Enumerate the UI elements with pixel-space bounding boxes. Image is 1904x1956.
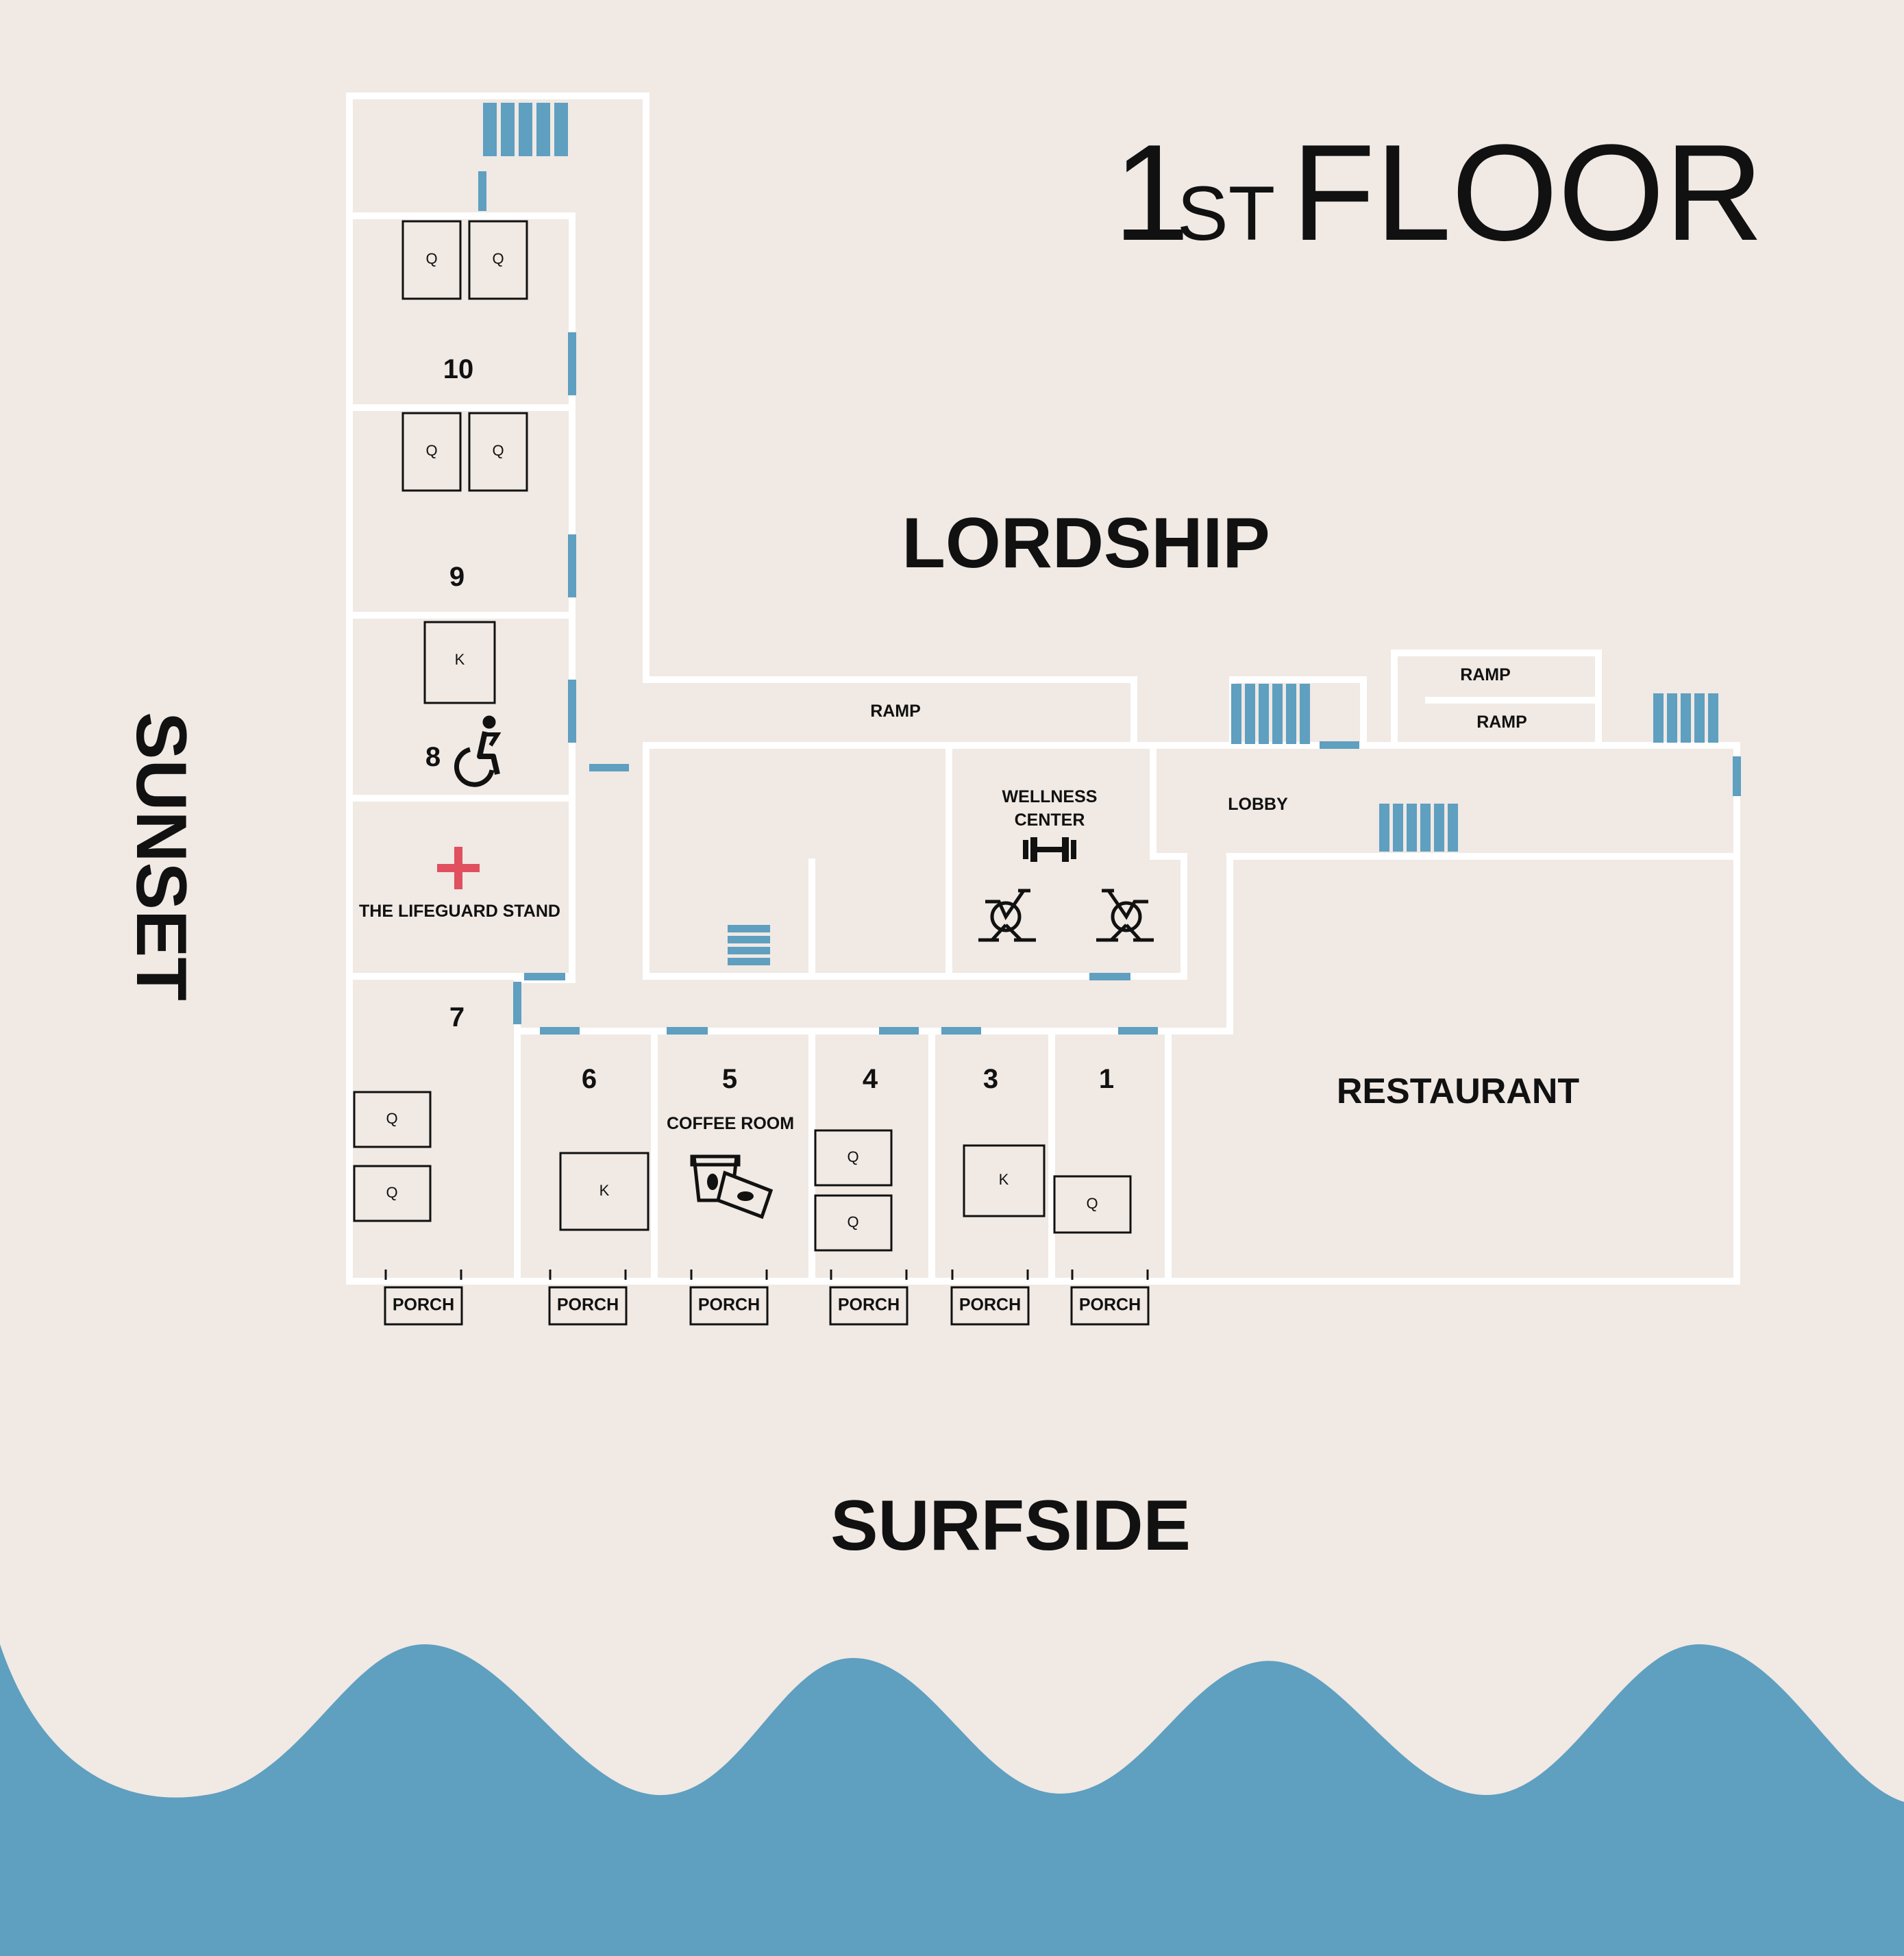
street-label-surfside: SURFSIDE <box>830 1486 1191 1565</box>
room-10: Q Q 10 <box>401 220 528 384</box>
room-number: 7 <box>449 1002 465 1032</box>
ramp-label-upper: RAMP <box>1460 665 1511 684</box>
room-number: 1 <box>1099 1064 1114 1094</box>
dumbbell-icon <box>1023 837 1076 862</box>
lifeguard-stand: THE LIFEGUARD STAND <box>359 847 560 921</box>
porch-room-5: PORCH <box>689 1270 769 1326</box>
bed-king <box>963 1144 1046 1217</box>
bed-label: Q <box>492 442 504 459</box>
stairs-top-left <box>483 103 568 156</box>
stairs-corridor <box>728 925 770 965</box>
room-number: 8 <box>425 742 441 772</box>
walls <box>346 92 1740 1285</box>
doors <box>478 171 1741 1035</box>
room-1: 1 Q <box>1053 1064 1132 1234</box>
lifeguard-stand-label: THE LIFEGUARD STAND <box>359 902 560 921</box>
bed-king <box>559 1152 650 1231</box>
bed-label: Q <box>492 250 504 267</box>
bed-label: K <box>999 1171 1009 1188</box>
wellness-center: WELLNESS CENTER <box>978 787 1154 942</box>
room-number: 10 <box>443 354 474 384</box>
first-aid-cross-icon <box>437 847 480 889</box>
bed-label: Q <box>425 250 437 267</box>
bed-queen <box>353 1165 432 1222</box>
bed-label: Q <box>386 1184 397 1201</box>
bed-queen <box>401 220 462 300</box>
porch-room-6: PORCH <box>548 1270 628 1326</box>
ocean-waves <box>0 1644 1904 1956</box>
porch-label: PORCH <box>557 1296 619 1315</box>
ramp-label-corridor: RAMP <box>870 702 921 721</box>
room-7: 7 Q Q <box>353 1002 465 1222</box>
street-label-lordship: LORDSHIP <box>902 504 1270 583</box>
bed-king <box>423 621 496 704</box>
room-number: 9 <box>449 562 465 592</box>
bed-queen <box>353 1091 432 1148</box>
wellness-center-label-line1: WELLNESS <box>1002 787 1098 806</box>
floor-title: 1 ST FLOOR <box>1113 116 1764 269</box>
street-label-sunset: SUNSET <box>121 712 201 1001</box>
room-9: Q Q 9 <box>401 412 528 592</box>
room-number: 3 <box>983 1064 998 1094</box>
stairs-lobby <box>1379 804 1458 852</box>
bed-label: Q <box>386 1110 397 1127</box>
floor-title-word: FLOOR <box>1291 116 1764 269</box>
porch-label: PORCH <box>698 1296 760 1315</box>
room-5-coffee-room: 5 COFFEE ROOM <box>667 1064 794 1220</box>
porch-room-4: PORCH <box>829 1270 908 1326</box>
lobby-label: LOBBY <box>1228 795 1288 814</box>
porch-room-1: PORCH <box>1070 1270 1150 1326</box>
coffee-cup-icon <box>690 1154 774 1220</box>
porches: PORCH PORCH PORCH PORCH PORCH PORCH <box>384 1270 1150 1326</box>
room-number: 5 <box>722 1064 737 1094</box>
stairs-ramp-center <box>1231 684 1310 744</box>
bed-queen <box>468 412 528 492</box>
room-number: 4 <box>863 1064 878 1094</box>
exercise-bike-icon <box>1096 889 1154 942</box>
coffee-room-label: COFFEE ROOM <box>667 1114 794 1133</box>
wheelchair-icon <box>454 715 502 787</box>
porch-room-7: PORCH <box>384 1270 463 1326</box>
porch-label: PORCH <box>1079 1296 1141 1315</box>
room-6: 6 K <box>559 1064 650 1231</box>
bed-queen <box>401 412 462 492</box>
bed-label: Q <box>847 1213 858 1230</box>
restaurant-label: RESTAURANT <box>1337 1072 1580 1111</box>
bed-queen <box>814 1129 893 1187</box>
exercise-bike-icon <box>978 889 1036 942</box>
bed-queen <box>468 220 528 300</box>
floor-title-suffix: ST <box>1177 171 1275 256</box>
porch-label: PORCH <box>838 1296 900 1315</box>
porch-label: PORCH <box>959 1296 1021 1315</box>
room-4: 4 Q Q <box>814 1064 893 1252</box>
wellness-center-label-line2: CENTER <box>1015 810 1085 830</box>
bed-label: Q <box>1086 1195 1098 1212</box>
porch-room-3: PORCH <box>950 1270 1030 1326</box>
bed-label: K <box>455 651 465 668</box>
porch-label: PORCH <box>393 1296 454 1315</box>
room-8: K 8 <box>423 621 502 787</box>
room-3: 3 K <box>963 1064 1046 1217</box>
room-number: 6 <box>582 1064 597 1094</box>
floor-title-number: 1 <box>1113 116 1189 269</box>
bed-label: K <box>599 1182 610 1199</box>
ramp-label-lower: RAMP <box>1476 713 1527 732</box>
bed-queen <box>1053 1175 1132 1234</box>
bed-queen <box>814 1194 893 1252</box>
bed-label: Q <box>847 1148 858 1165</box>
bed-label: Q <box>425 442 437 459</box>
stairs-right <box>1653 693 1718 743</box>
